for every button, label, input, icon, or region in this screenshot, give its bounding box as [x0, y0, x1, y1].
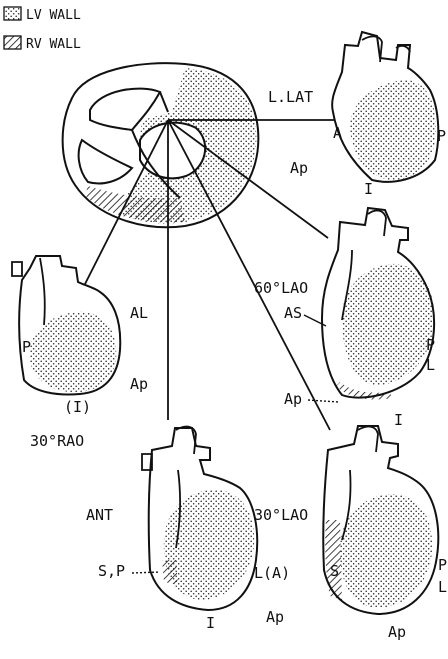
ant-title: ANT	[86, 506, 113, 524]
rao30-label-ap: Ap	[130, 375, 148, 393]
legend: LV WALL RV WALL	[4, 7, 81, 52]
rao30-title: 30°RAO	[30, 432, 84, 450]
heart-rao30: AL P Ap (I) 30°RAO	[12, 256, 148, 450]
lao60-label-ap: Ap	[284, 390, 302, 408]
legend-item-lv: LV WALL	[4, 7, 81, 23]
rao30-vessel-stub	[12, 262, 22, 276]
legend-label-lv: LV WALL	[26, 8, 81, 23]
ant-label-sp: S,P	[98, 562, 125, 580]
l-lat-label-i: I	[364, 180, 373, 198]
rao30-label-p: P	[22, 338, 31, 356]
lao60-label-i: I	[394, 411, 403, 429]
lao30-label-s: S	[330, 562, 339, 580]
ant-label-la: L(A)	[254, 564, 290, 582]
cross-section	[63, 63, 259, 227]
l-lat-title: L.LAT	[268, 88, 313, 106]
lao60-title: 60°LAO	[254, 279, 308, 297]
ant-rv-wall	[162, 560, 178, 585]
lao30-label-ap: Ap	[388, 623, 406, 641]
legend-item-rv: RV WALL	[4, 36, 81, 52]
lv-cavity	[140, 123, 205, 179]
rao30-label-i: (I)	[64, 398, 91, 416]
legend-label-rv: RV WALL	[26, 37, 81, 52]
l-lat-label-a: A	[333, 124, 342, 142]
lao60-ap-pointer	[308, 400, 338, 402]
lao30-label-p: P	[438, 556, 447, 574]
ant-label-i: I	[206, 614, 215, 632]
heart-ant: ANT S,P L(A) I Ap	[86, 427, 290, 632]
lao60-label-p: P	[426, 336, 435, 354]
heart-lao60: 60°LAO AS P L Ap I	[254, 208, 435, 429]
lao30-label-l: L	[438, 578, 447, 596]
lao30-title: 30°LAO	[254, 506, 308, 524]
lv-swatch-icon	[4, 7, 21, 20]
rv-swatch-icon	[4, 36, 21, 49]
lao60-label-l: L	[426, 356, 435, 374]
l-lat-label-ap: Ap	[290, 159, 308, 177]
l-lat-label-p: P	[437, 127, 446, 145]
lao30-rv-wall	[325, 520, 342, 600]
heart-l-lat: L.LAT A P Ap I	[268, 32, 446, 198]
lao60-label-as: AS	[284, 304, 302, 322]
rao30-label-al: AL	[130, 304, 148, 322]
ant-label-ap: Ap	[266, 608, 284, 626]
